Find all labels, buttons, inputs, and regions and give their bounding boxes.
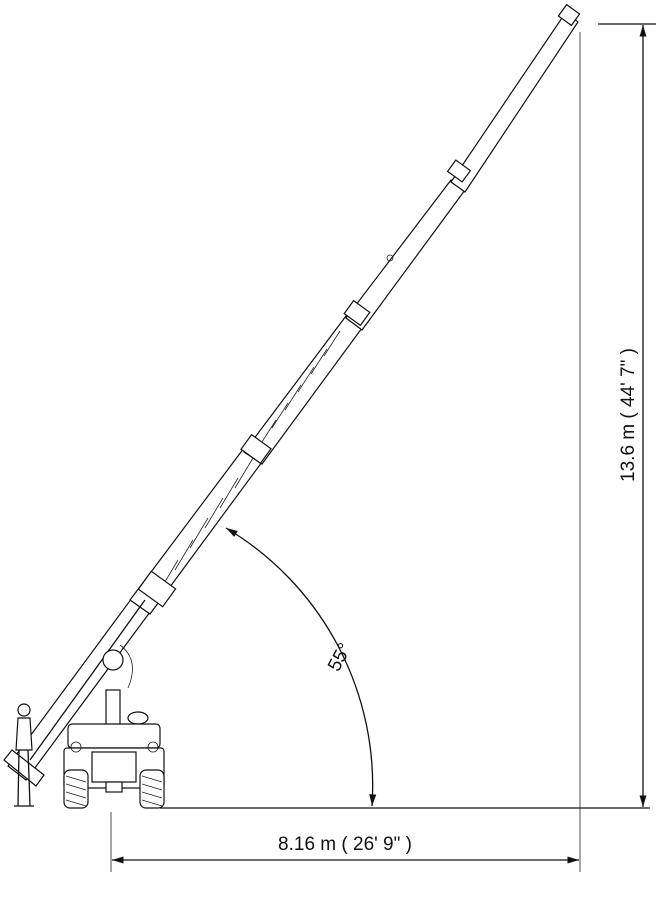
person-figure	[14, 703, 34, 807]
height-dimension: 13.6 m ( 44' 7" )	[618, 25, 647, 807]
wheel-left	[63, 769, 89, 809]
vehicle-body	[67, 723, 161, 749]
reference-lines	[110, 23, 656, 872]
wheel-right	[139, 769, 165, 809]
reach-dimension: 8.16 m ( 26' 9" )	[112, 834, 579, 864]
crane-vehicle	[63, 644, 165, 809]
height-dimension-label: 13.6 m ( 44' 7" )	[618, 348, 639, 482]
telescopic-boom	[3, 3, 581, 787]
boom-angle-label: 55°	[324, 640, 356, 675]
reach-dimension-label: 8.16 m ( 26' 9" )	[278, 834, 412, 855]
angle-indicator: 55°	[225, 527, 377, 807]
